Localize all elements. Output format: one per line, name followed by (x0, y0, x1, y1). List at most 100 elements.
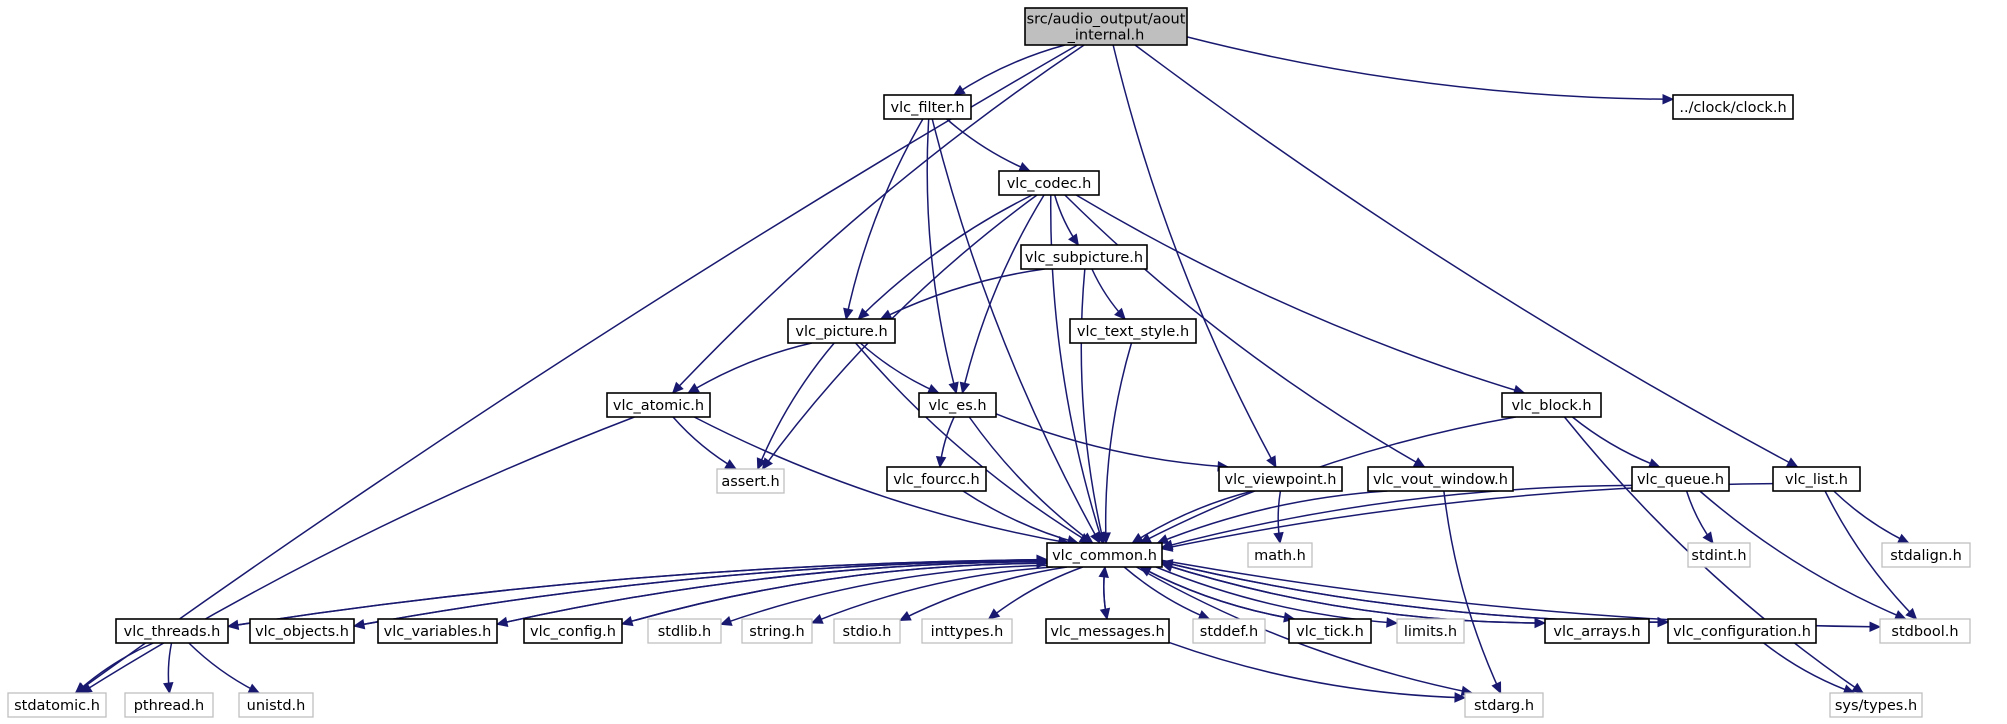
node-label: vlc_viewpoint.h (1225, 472, 1337, 488)
arrowhead-vlc_common-to-inttypes (987, 608, 1001, 620)
edge-vlc_filter-to-vlc_common (931, 118, 1101, 544)
node-vlc-atomic[interactable]: vlc_atomic.h (606, 392, 711, 418)
arrowhead-vlc_threads-to-stdatomic (74, 682, 87, 694)
node-vlc-tick[interactable]: vlc_tick.h (1288, 618, 1372, 644)
node-box (7, 692, 107, 718)
node-vlc-objects[interactable]: vlc_objects.h (249, 618, 355, 644)
node-vlc-fourcc[interactable]: vlc_fourcc.h (886, 466, 987, 492)
node-stdarg: stdarg.h (1464, 692, 1544, 718)
node-box (1631, 466, 1730, 492)
node-box (1247, 542, 1313, 568)
node-label: sys/types.h (1835, 698, 1917, 714)
arrowhead-vlc_configuration-to-vlc_common (1160, 559, 1174, 570)
edge-vlc_filter-to-vlc_picture (845, 118, 924, 320)
node-label: vlc_fourcc.h (893, 472, 979, 488)
edge-vlc_common-to-stddef (1123, 566, 1210, 620)
node-vlc-filter[interactable]: vlc_filter.h (883, 94, 972, 120)
arrowhead-vlc_vout_window-to-stdarg (1491, 681, 1502, 695)
node-vlc-picture[interactable]: vlc_picture.h (787, 318, 896, 344)
edge-vlc_vout_window-to-vlc_common (1157, 490, 1388, 544)
node-vlc-variables[interactable]: vlc_variables.h (377, 618, 498, 644)
node-vlc-messages[interactable]: vlc_messages.h (1045, 618, 1170, 644)
node-stdatomic: stdatomic.h (7, 692, 107, 718)
edge-root-to-vlc_viewpoint (1112, 44, 1277, 468)
node-label: vlc_config.h (530, 624, 616, 640)
arrowhead-vlc_subpicture-to-vlc_picture (879, 309, 893, 320)
node-vlc-queue[interactable]: vlc_queue.h (1631, 466, 1730, 492)
node-unistd: unistd.h (238, 692, 314, 718)
arrowhead-vlc_codec-to-vlc_es (959, 381, 970, 395)
node-root[interactable]: src/audio_output/aout_internal.h (1024, 7, 1188, 46)
arrowhead-vlc_common-to-stdio (898, 610, 912, 621)
node-label: vlc_objects.h (255, 624, 349, 640)
node-box (523, 618, 623, 644)
arrowhead-vlc_filter-to-vlc_codec (1018, 162, 1031, 172)
node-stdlib: stdlib.h (647, 618, 722, 644)
node-label: vlc_atomic.h (613, 398, 704, 414)
node-box (1667, 618, 1817, 644)
edge-vlc_picture-to-assert (757, 342, 835, 470)
edge-vlc_fourcc-to-vlc_common (962, 490, 1079, 544)
edge-vlc_queue-to-stdbool (1699, 490, 1906, 620)
node-stdint: stdint.h (1687, 542, 1751, 568)
node-vlc-common[interactable]: vlc_common.h (1046, 542, 1163, 568)
arrowhead-vlc_threads-to-unistd (247, 683, 261, 694)
arrowhead-vlc_config-to-vlc_common (1036, 557, 1049, 569)
arrowhead-vlc_list-to-stdalign (1896, 533, 1910, 544)
node-box (1069, 318, 1197, 344)
edge-vlc_configuration-to-vlc_common (1161, 561, 1669, 623)
node-label: stdbool.h (1891, 624, 1958, 640)
node-vlc-arrays[interactable]: vlc_arrays.h (1544, 618, 1650, 644)
node-box (606, 392, 711, 418)
edge-vlc_picture-to-vlc_es (859, 342, 939, 394)
node-label: stdint.h (1691, 548, 1746, 564)
edge-vlc_vout_window-to-stdarg (1443, 490, 1502, 694)
node-string: string.h (741, 618, 813, 644)
node-vlc-configuration[interactable]: vlc_configuration.h (1667, 618, 1817, 644)
edge-vlc_viewpoint-to-vlc_common (1131, 490, 1253, 544)
node-label: limits.h (1404, 624, 1457, 640)
node-vlc-text-style[interactable]: vlc_text_style.h (1069, 318, 1197, 344)
edge-vlc_block-to-vlc_common (1139, 416, 1516, 544)
edge-vlc_messages-to-stdarg (1168, 641, 1466, 699)
node-assert: assert.h (716, 468, 785, 494)
node-vlc-block[interactable]: vlc_block.h (1501, 392, 1602, 418)
arrowhead-vlc_list-to-stdbool (1905, 607, 1918, 620)
node-vlc-config[interactable]: vlc_config.h (523, 618, 623, 644)
arrowhead-vlc_picture-to-assert (756, 457, 767, 471)
node-box (716, 468, 785, 494)
node-box (1020, 244, 1148, 270)
node-clock[interactable]: ../clock/clock.h (1672, 94, 1794, 120)
node-box (1672, 94, 1794, 120)
node-vlc-subpicture[interactable]: vlc_subpicture.h (1020, 244, 1148, 270)
node-math: math.h (1247, 542, 1313, 568)
arrowhead-vlc_common-to-stdlib (719, 615, 733, 626)
edge-vlc_list-to-stdalign (1833, 490, 1910, 544)
arrowhead-vlc_common-to-stdbool (1869, 621, 1882, 633)
node-box (647, 618, 722, 644)
arrowhead-vlc_picture-to-vlc_atomic (687, 383, 700, 394)
node-vlc-es[interactable]: vlc_es.h (918, 392, 997, 418)
node-vlc-list[interactable]: vlc_list.h (1772, 466, 1861, 492)
edge-vlc_threads-to-unistd (188, 642, 260, 694)
edge-vlc_threads-to-vlc_common (227, 558, 1048, 628)
node-vlc-vout-window[interactable]: vlc_vout_window.h (1367, 466, 1514, 492)
node-label: math.h (1254, 548, 1306, 564)
edge-vlc_picture-to-vlc_atomic (687, 342, 812, 394)
node-label: stdarg.h (1474, 698, 1534, 714)
node-label: vlc_common.h (1052, 548, 1157, 564)
node-stdalign: stdalign.h (1881, 542, 1971, 568)
edge-vlc_list-to-stdbool (1824, 490, 1917, 620)
edge-vlc_objects-to-vlc_common (353, 559, 1048, 627)
node-box (921, 618, 1013, 644)
node-vlc-codec[interactable]: vlc_codec.h (998, 170, 1100, 196)
node-box (377, 618, 498, 644)
node-vlc-threads[interactable]: vlc_threads.h (115, 618, 229, 644)
node-box (1396, 618, 1465, 644)
node-vlc-viewpoint[interactable]: vlc_viewpoint.h (1218, 466, 1343, 492)
edge-vlc_es-to-vlc_common (968, 416, 1094, 544)
edge-vlc_queue-to-vlc_common (1161, 484, 1633, 549)
node-pthread: pthread.h (124, 692, 214, 718)
edge-vlc_filter-to-vlc_codec (946, 118, 1031, 172)
node-box (124, 692, 214, 718)
